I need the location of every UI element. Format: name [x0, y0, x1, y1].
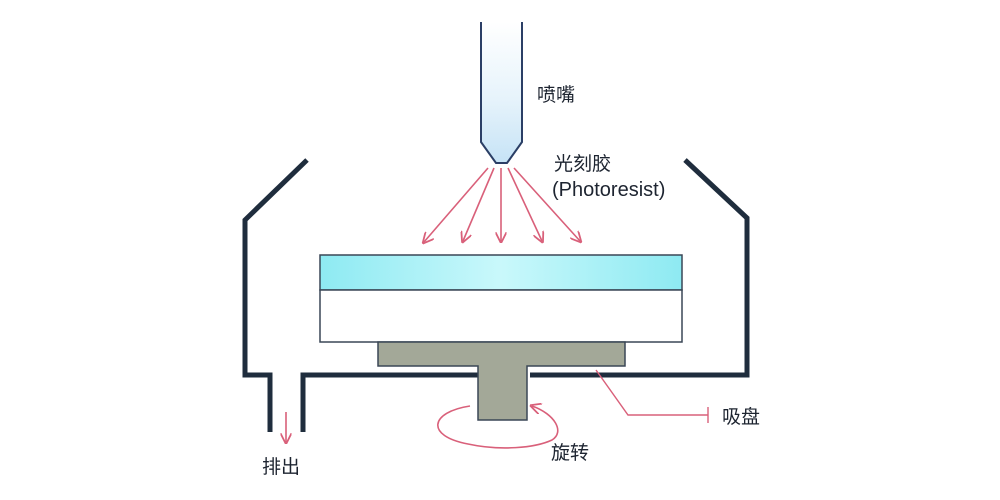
spray-arrow: [463, 167, 495, 241]
photoresist-label-cn: 光刻胶: [554, 153, 611, 175]
spray-arrow: [424, 167, 489, 242]
chuck-leader-line: [595, 369, 708, 416]
wafer: [319, 289, 683, 343]
chamber-left-wall: [242, 158, 309, 432]
photoresist-spray-arrows: [424, 167, 580, 242]
exhaust-label: 排出: [262, 456, 300, 478]
nozzle-label: 喷嘴: [537, 84, 575, 106]
photoresist-label-en: (Photoresist): [552, 179, 665, 201]
chuck-label: 吸盘: [722, 406, 760, 428]
chamber-floor-left: [300, 372, 478, 432]
spray-arrow: [507, 167, 542, 241]
photoresist-layer: [319, 254, 683, 291]
spin-label: 旋转: [551, 442, 589, 464]
nozzle: [480, 22, 523, 164]
spray-arrow: [513, 167, 580, 241]
rotation-arrow: [437, 406, 559, 449]
vacuum-chuck: [377, 341, 626, 421]
chamber-right-wall: [530, 158, 750, 378]
